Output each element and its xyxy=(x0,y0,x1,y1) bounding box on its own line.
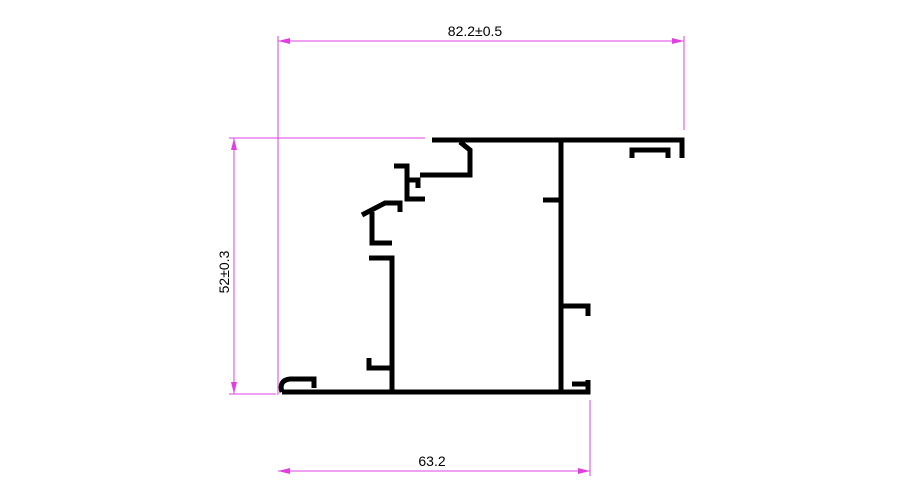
dimension-bottom-width: 63.2 xyxy=(278,400,591,476)
aluminium-profile xyxy=(278,137,685,395)
dimension-height: 52±0.3 xyxy=(216,137,425,395)
dimension-bottom-width-label: 63.2 xyxy=(418,453,445,469)
dimension-height-label: 52±0.3 xyxy=(216,250,232,293)
dimension-top-width-label: 82.2±0.5 xyxy=(448,23,503,39)
dimension-top-width: 82.2±0.5 xyxy=(277,23,685,395)
